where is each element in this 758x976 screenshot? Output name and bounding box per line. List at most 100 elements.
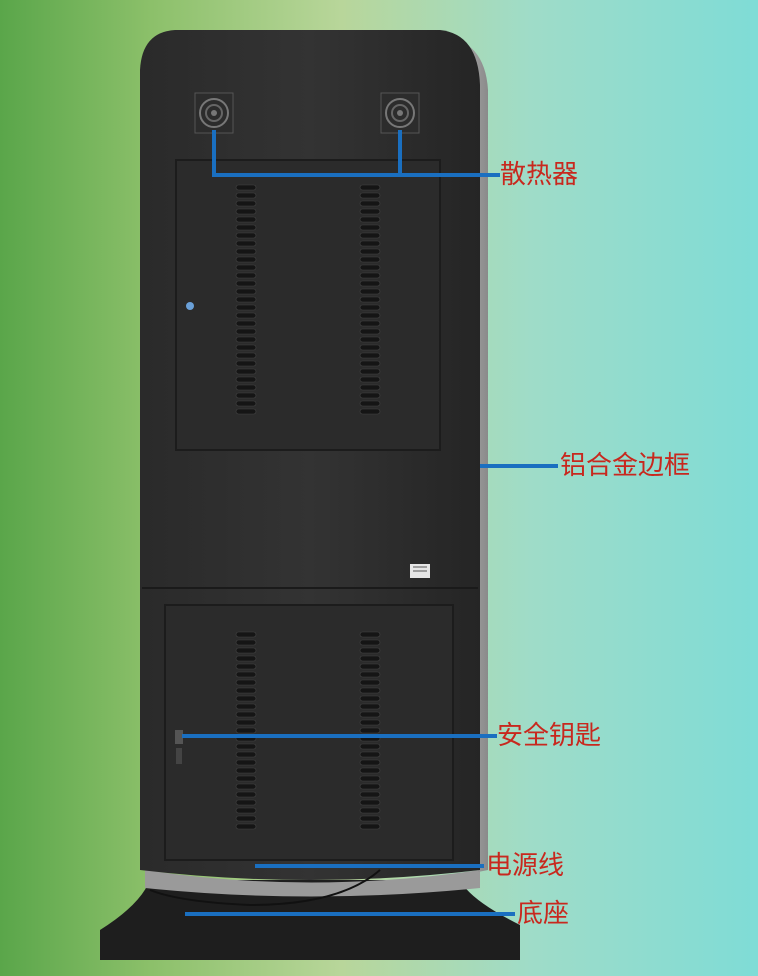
vent-slot [235,384,257,391]
vent-slot [359,815,381,822]
vent-slot [235,232,257,239]
upper-vents-left [235,184,257,415]
vent-slot [359,208,381,215]
vent-slot [235,663,257,670]
vent-slot [359,647,381,654]
vent-slot [235,320,257,327]
vent-slot [235,743,257,750]
vent-slot [359,767,381,774]
vent-slot [235,240,257,247]
vent-slot [359,392,381,399]
vent-slot [359,655,381,662]
vent-slot [359,775,381,782]
upper-panel [175,159,441,451]
vent-slot [235,184,257,191]
vent-slot [359,200,381,207]
vent-slot [235,400,257,407]
callout-lines [182,130,558,916]
vent-slot [359,344,381,351]
vent-slot [235,296,257,303]
label-safety-key: 安全钥匙 [497,721,602,751]
vent-slot [235,288,257,295]
vent-slot [235,695,257,702]
vent-slot [359,703,381,710]
vent-slot [235,368,257,375]
vent-slot [359,719,381,726]
vent-slot [359,360,381,367]
fan-left [194,92,234,134]
vent-slot [235,759,257,766]
vent-slot [359,727,381,734]
fan-right [380,92,420,134]
vent-slot [235,304,257,311]
vent-slot [359,711,381,718]
label-base: 底座 [517,899,570,929]
vent-slot [359,272,381,279]
vent-slot [359,695,381,702]
vent-slot [235,711,257,718]
vent-slot [235,679,257,686]
vent-slot [235,336,257,343]
vent-slot [235,751,257,758]
vent-slot [359,751,381,758]
vent-slot [235,631,257,638]
vent-slot [235,208,257,215]
vent-slot [359,216,381,223]
vent-slot [235,328,257,335]
vent-slot [359,264,381,271]
label-aluminum-frame: 铝合金边框 [560,451,691,481]
vent-slot [359,783,381,790]
vent-slot [235,655,257,662]
vent-slot [235,192,257,199]
vent-slot [359,687,381,694]
vent-slot [359,663,381,670]
vent-slot [359,408,381,415]
vent-slot [235,312,257,319]
vent-slot [359,280,381,287]
vent-slot [359,807,381,814]
vent-slot [359,328,381,335]
vent-slot [359,639,381,646]
vent-slot [235,783,257,790]
vent-slot [359,759,381,766]
vent-slot [359,312,381,319]
lower-panel [164,604,454,861]
vent-slot [235,280,257,287]
upper-vents-right [359,184,381,415]
vent-slot [235,687,257,694]
vent-slot [359,248,381,255]
vent-slot [235,791,257,798]
vent-slot [359,232,381,239]
vent-slot [235,352,257,359]
base-stand [100,880,520,960]
vent-slot [359,184,381,191]
vent-slot [235,671,257,678]
label-heat-sink: 散热器 [500,160,579,190]
vent-slot [235,256,257,263]
vent-slot [235,703,257,710]
vent-slot [235,719,257,726]
vent-slot [359,304,381,311]
vent-slot [235,272,257,279]
vent-slot [359,296,381,303]
vent-slot [359,336,381,343]
vent-slot [235,360,257,367]
vent-slot [359,224,381,231]
vent-slot [359,743,381,750]
vent-slot [359,352,381,359]
vent-slot [359,799,381,806]
vent-slot [359,368,381,375]
vent-slot [235,264,257,271]
vent-slot [359,671,381,678]
vent-slot [359,376,381,383]
vent-slot [359,320,381,327]
vent-slot [359,631,381,638]
vent-slot [359,192,381,199]
label-power-cord: 电源线 [486,851,565,881]
vent-slot [235,376,257,383]
lower-vents-left [235,631,257,830]
vent-slot [235,224,257,231]
vent-slot [235,344,257,351]
vent-slot [235,799,257,806]
